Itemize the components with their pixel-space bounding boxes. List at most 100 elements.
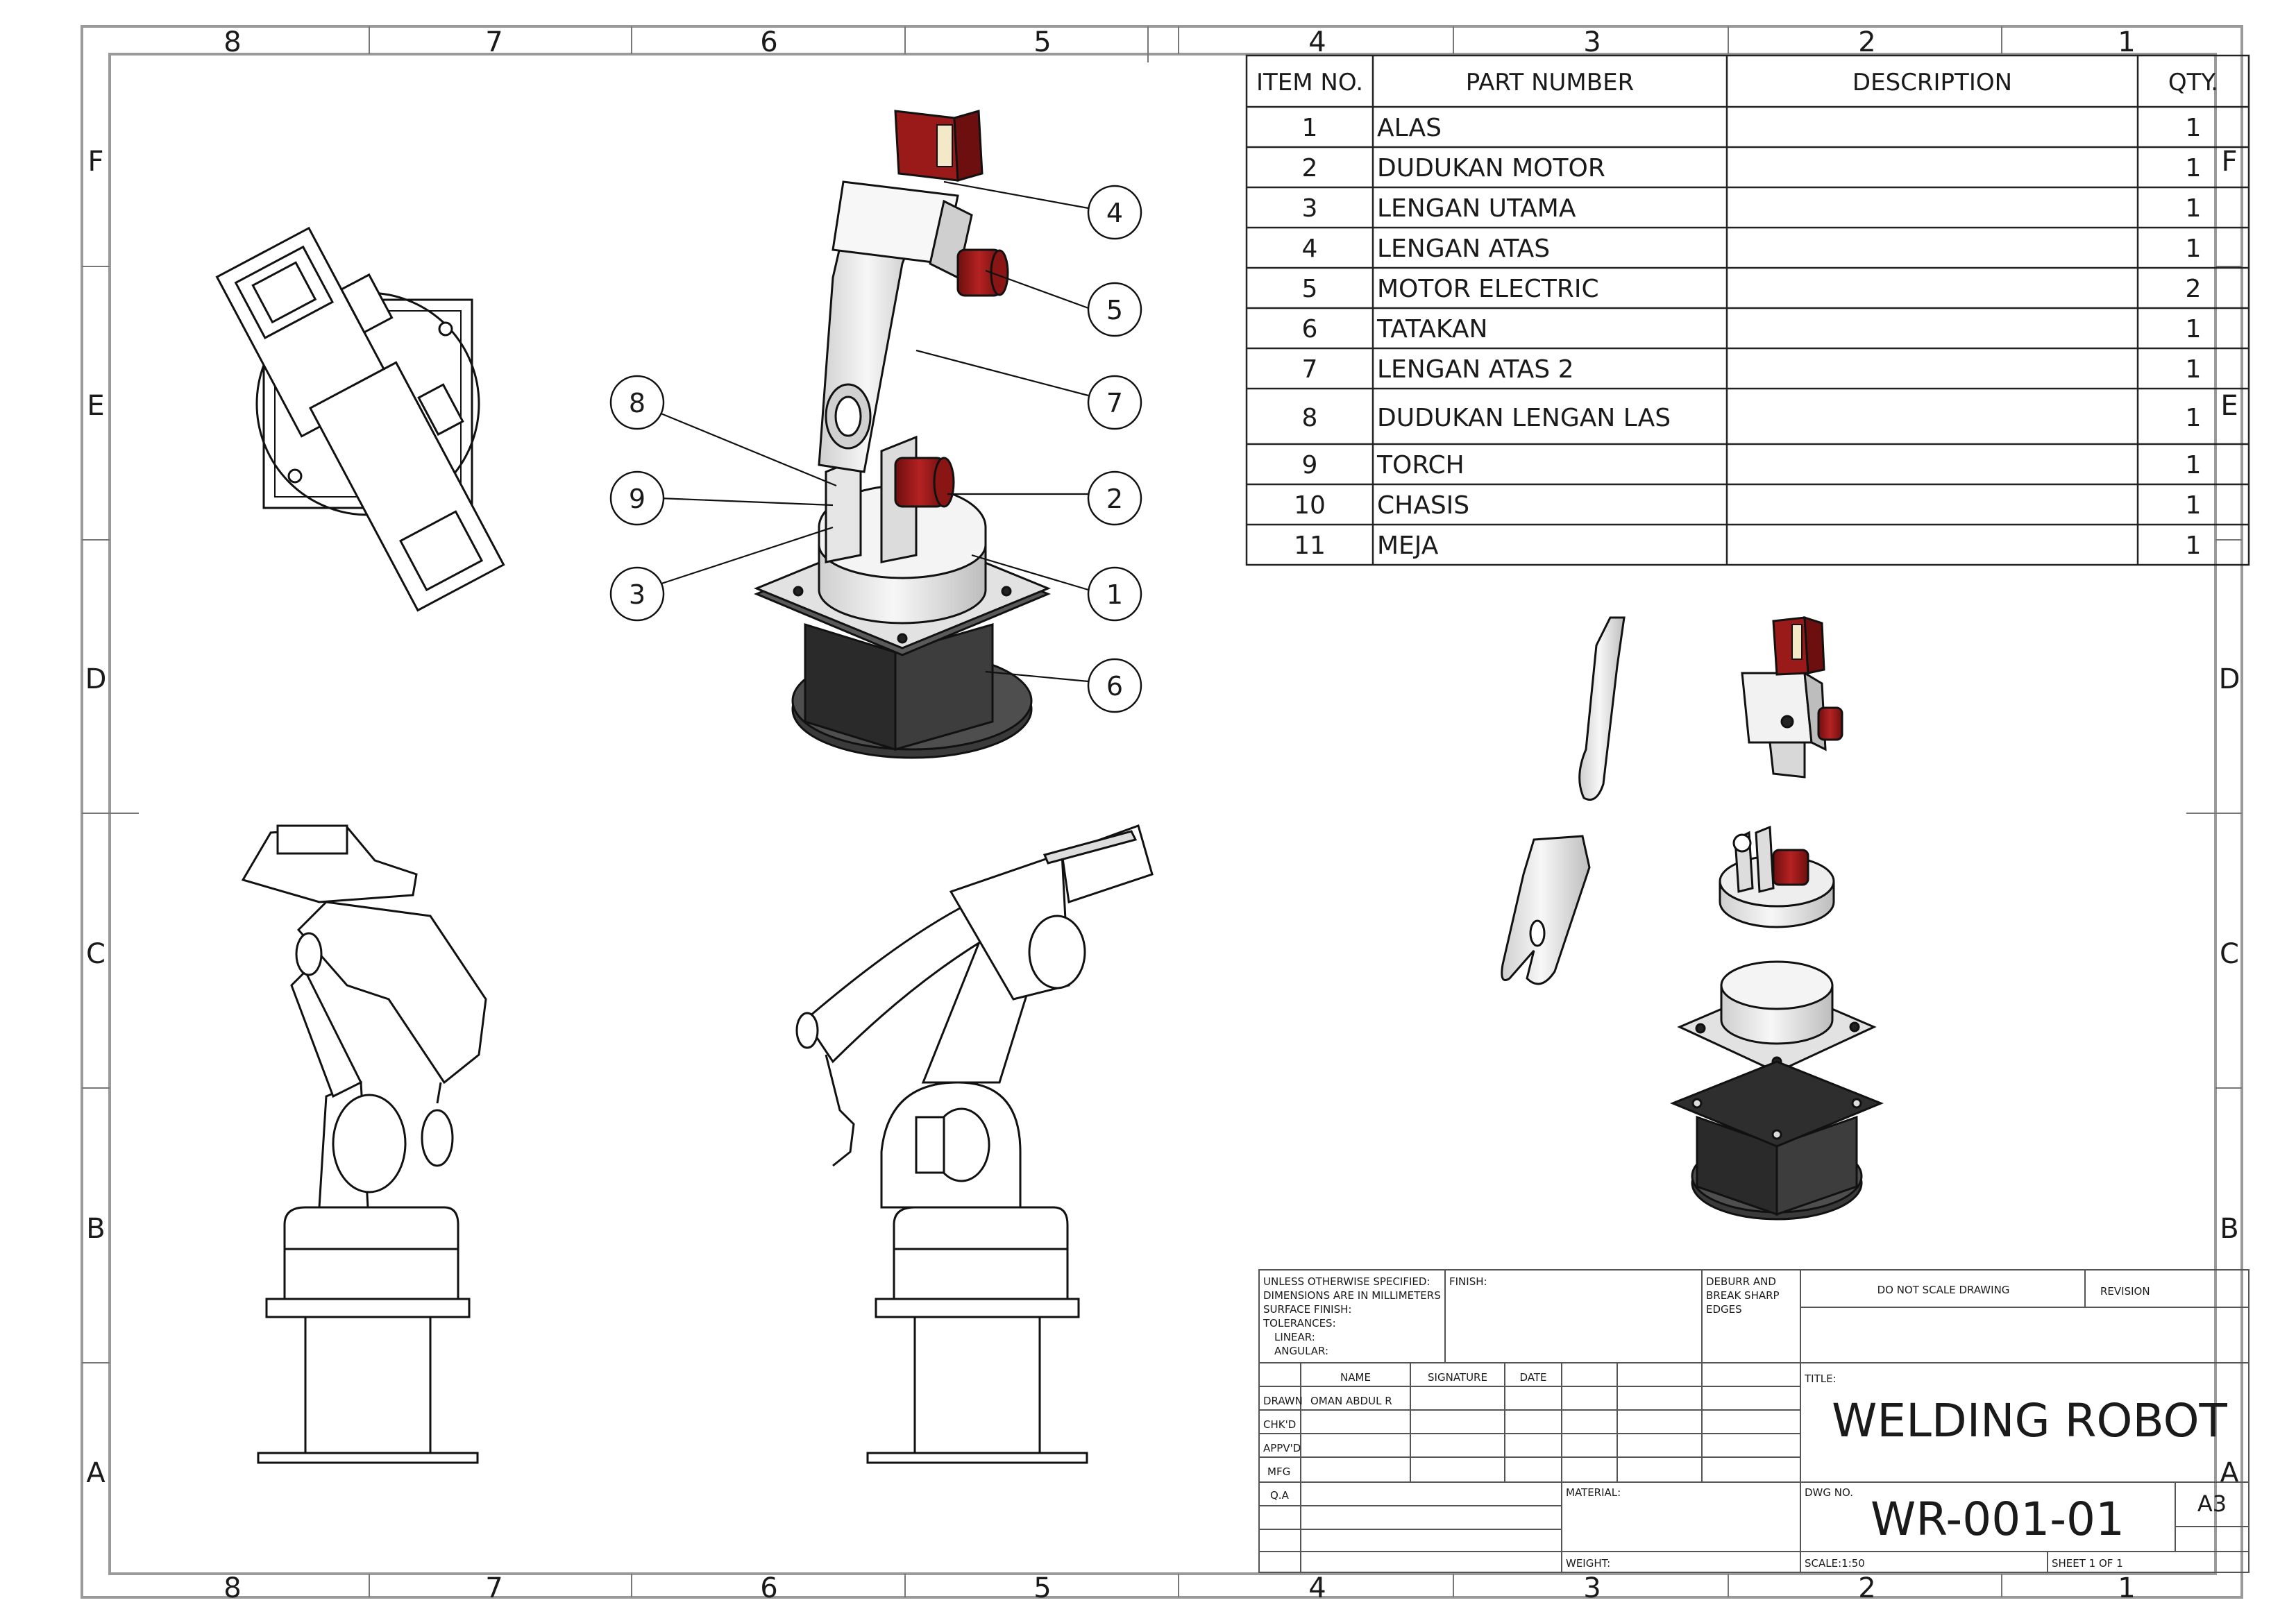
- bom-qty: 1: [2186, 451, 2202, 479]
- bom-row: 1 ALAS 1: [1302, 114, 2202, 142]
- zone-labels-left: F E D C B A: [85, 146, 107, 1489]
- do-not-scale: DO NOT SCALE DRAWING: [1877, 1284, 2010, 1296]
- row-label: B: [86, 1213, 105, 1245]
- deburr-line: BREAK SHARP: [1706, 1289, 1780, 1302]
- note-line: DIMENSIONS ARE IN MILLIMETERS: [1263, 1289, 1441, 1302]
- side-view-chassis: [913, 1316, 1041, 1454]
- exploded-tatakan: [1670, 1060, 1884, 1148]
- bom-part: LENGAN ATAS 2: [1377, 355, 1573, 384]
- bom-qty: 1: [2186, 355, 2202, 384]
- front-view-base-plate: [265, 1298, 471, 1318]
- exploded-view: [1501, 615, 1884, 1221]
- title-block: UNLESS OTHERWISE SPECIFIED: DIMENSIONS A…: [1258, 1269, 2249, 1573]
- bom-part: DUDUKAN MOTOR: [1377, 154, 1605, 182]
- bom-qty: 1: [2186, 194, 2202, 223]
- exploded-torch-holder: [1772, 616, 1809, 676]
- exploded-chassis: [1670, 1060, 1884, 1221]
- deburr-line: DEBURR AND: [1706, 1275, 1776, 1288]
- bom-part: LENGAN UTAMA: [1377, 194, 1576, 223]
- svg-text:2: 2: [1106, 484, 1123, 514]
- svg-text:5: 5: [1106, 295, 1123, 325]
- bom-header-item: ITEM NO.: [1256, 69, 1363, 96]
- row-label: F: [2221, 146, 2237, 178]
- side-view-torch: [825, 1054, 855, 1167]
- dwg-no-label: DWG NO.: [1805, 1486, 1853, 1499]
- row-label: C: [86, 938, 105, 970]
- exploded-upper-arm-2: [1578, 616, 1626, 801]
- col-label: 7: [485, 1572, 503, 1604]
- bom-row: 6 TATAKAN 1: [1302, 315, 2202, 343]
- role-drawn: DRAWN: [1263, 1395, 1303, 1407]
- col-label: 8: [223, 1572, 241, 1604]
- note-line: UNLESS OTHERWISE SPECIFIED:: [1263, 1275, 1430, 1288]
- front-view-chassis: [304, 1316, 432, 1454]
- balloon-5: 5: [1087, 282, 1142, 337]
- drawing-title: WELDING ROBOT: [1832, 1394, 2227, 1447]
- revision-label: REVISION: [2100, 1285, 2150, 1298]
- bom-part: CHASIS: [1377, 491, 1469, 520]
- iso-torch-holder: [894, 110, 984, 182]
- zone-labels-top: 8 7 6 5 4 3 2 1: [223, 26, 2135, 58]
- col-label: 5: [1033, 1572, 1051, 1604]
- svg-text:3: 3: [629, 579, 645, 610]
- front-view: [241, 824, 487, 1464]
- side-view-base-plate: [875, 1298, 1080, 1318]
- bom-part: TATAKAN: [1376, 315, 1487, 343]
- bom-row: 10 CHASIS 1: [1294, 491, 2201, 520]
- drawn-by: OMAN ABDUL R: [1310, 1395, 1392, 1407]
- bom-item: 3: [1302, 194, 1318, 223]
- bom-qty: 1: [2186, 532, 2202, 560]
- row-label: E: [2220, 390, 2238, 422]
- role-approved: APPV'D: [1263, 1442, 1301, 1454]
- bom-qty: 1: [2186, 404, 2202, 432]
- side-view-table: [866, 1452, 1088, 1464]
- bom-item: 7: [1302, 355, 1318, 384]
- side-view-motor-upper: [1028, 915, 1086, 989]
- top-view-arm: [215, 226, 505, 612]
- col-label: 1: [2118, 26, 2135, 58]
- bom-qty: 1: [2186, 235, 2202, 263]
- col-label: 1: [2118, 1572, 2135, 1604]
- bom-item: 6: [1302, 315, 1318, 343]
- col-label: 3: [1583, 26, 1601, 58]
- top-view-motor: [339, 273, 394, 334]
- balloon-6: 6: [1087, 658, 1142, 713]
- bom-qty: 1: [2186, 114, 2202, 142]
- bom-header-part: PART NUMBER: [1466, 69, 1634, 96]
- balloon-8: 8: [609, 375, 665, 430]
- bom-part: MEJA: [1377, 532, 1439, 560]
- row-label: A: [2220, 1457, 2239, 1489]
- svg-text:6: 6: [1106, 671, 1123, 702]
- iso-motor-upper: [956, 248, 1009, 297]
- front-view-motor: [332, 1094, 407, 1193]
- bom-qty: 1: [2186, 491, 2202, 520]
- bom-part: TORCH: [1376, 451, 1464, 479]
- bom-qty: 2: [2186, 275, 2202, 303]
- col-label: 6: [760, 1572, 777, 1604]
- balloon-1: 1: [1087, 566, 1142, 622]
- balloons: 4 5 7 2 1 6 8 9 3: [609, 185, 1142, 713]
- isometric-assembly: [754, 110, 1051, 759]
- col-date: DATE: [1519, 1371, 1546, 1384]
- bolt-hole: [438, 321, 453, 337]
- svg-text:1: 1: [1106, 579, 1123, 610]
- bom-qty: 1: [2186, 154, 2202, 182]
- sheet-number: SHEET 1 OF 1: [2052, 1557, 2123, 1570]
- row-label: D: [85, 663, 107, 695]
- weight-label: WEIGHT:: [1566, 1557, 1610, 1570]
- note-line: TOLERANCES:: [1263, 1317, 1336, 1329]
- row-label: B: [2220, 1213, 2238, 1245]
- side-view-alas: [893, 1206, 1069, 1300]
- svg-text:4: 4: [1106, 198, 1123, 228]
- front-view-table: [257, 1452, 479, 1464]
- bom-row: 4 LENGAN ATAS 1: [1302, 235, 2202, 263]
- bom-row: 7 LENGAN ATAS 2 1: [1302, 355, 2202, 384]
- title-label: TITLE:: [1804, 1373, 1837, 1385]
- balloon-leaders: [659, 180, 1089, 683]
- col-label: 8: [223, 26, 241, 58]
- bom-row: 3 LENGAN UTAMA 1: [1302, 194, 2202, 223]
- finish-label: FINISH:: [1449, 1275, 1487, 1288]
- col-signature: SIGNATURE: [1428, 1371, 1487, 1384]
- balloon-3: 3: [609, 566, 665, 622]
